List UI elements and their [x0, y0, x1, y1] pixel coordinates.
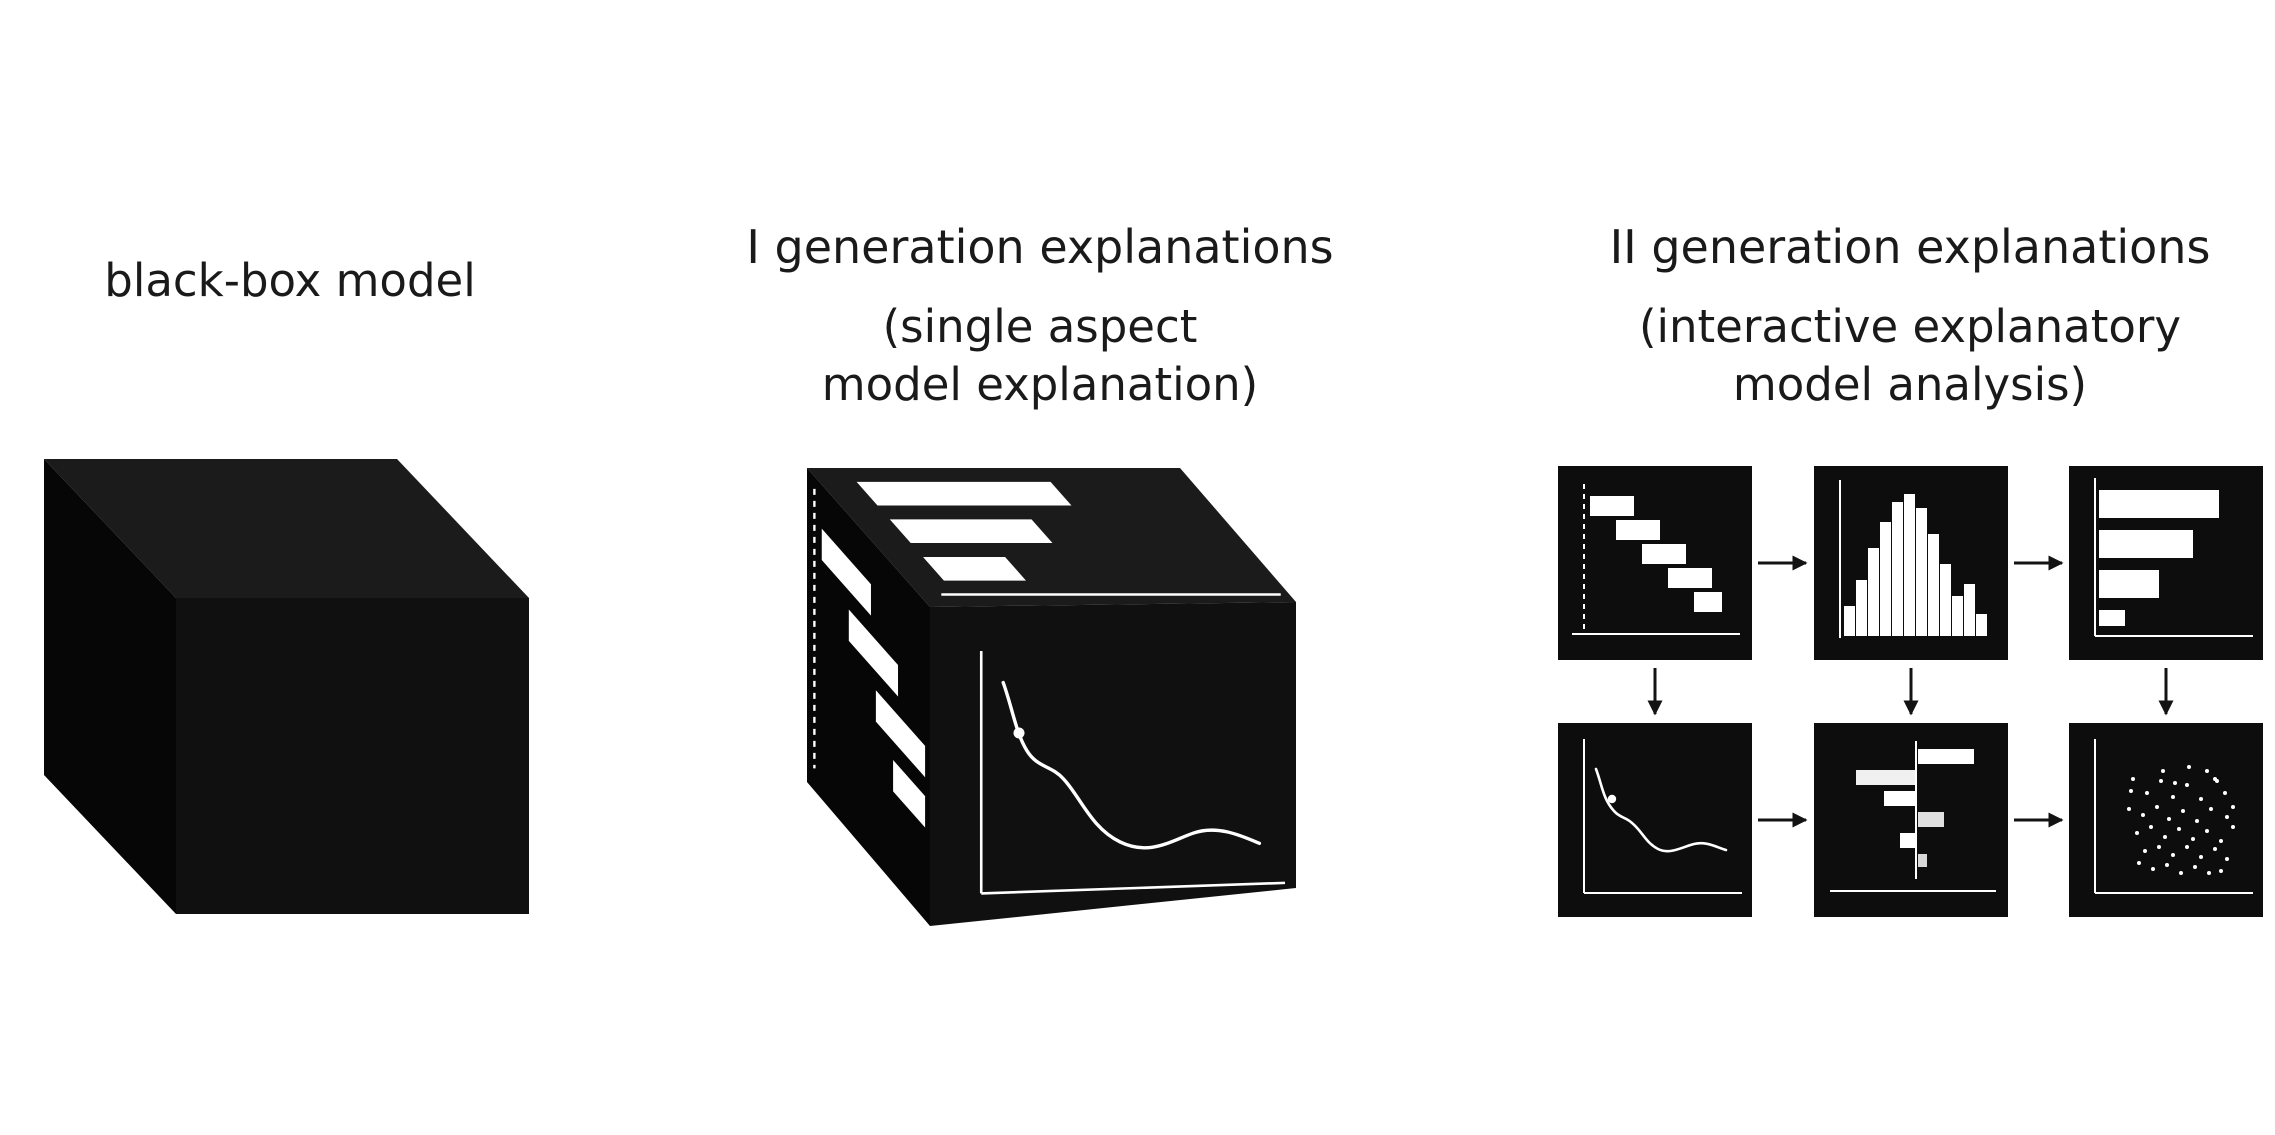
profile-line-chart — [981, 647, 1285, 894]
gen1-subtitle-line1: (single aspect — [882, 300, 1198, 353]
scatter-points — [2127, 765, 2235, 875]
tile-scatter — [2069, 723, 2263, 917]
tile-horizontal-bars — [2069, 466, 2263, 660]
cube-front-face — [176, 598, 529, 914]
gen1-title: I generation explanations — [746, 220, 1334, 274]
profile-point-marker — [1607, 794, 1617, 804]
gen2-subtitle: (interactive explanatory model analysis) — [1570, 298, 2250, 414]
flow-arrows — [1647, 555, 2174, 828]
gen2-title: II generation explanations — [1609, 220, 2211, 274]
blackbox-title: black-box model — [104, 254, 476, 307]
cube-side-face — [44, 459, 176, 914]
tile-breakdown-steps — [1558, 466, 1752, 660]
feature-importance-bar-chart — [842, 482, 1281, 595]
cube-top-face — [44, 459, 529, 598]
gen2-subtitle-line2: model analysis) — [1732, 358, 2088, 411]
cube-front-face — [930, 602, 1296, 926]
profile-point-marker — [1013, 727, 1025, 739]
cube-side-face — [807, 468, 930, 926]
breakdown-steps-chart — [814, 489, 925, 894]
black-box-cube — [44, 459, 529, 914]
tile-profile-line — [1558, 723, 1752, 917]
tile-waterfall — [1814, 723, 2008, 917]
gen2-subtitle-line1: (interactive explanatory — [1638, 300, 2182, 353]
gen1-explained-cube — [807, 468, 1296, 926]
gen1-subtitle-line2: model explanation) — [821, 358, 1259, 411]
tile-histogram — [1814, 466, 2008, 660]
gen1-subtitle: (single aspect model explanation) — [700, 298, 1380, 414]
